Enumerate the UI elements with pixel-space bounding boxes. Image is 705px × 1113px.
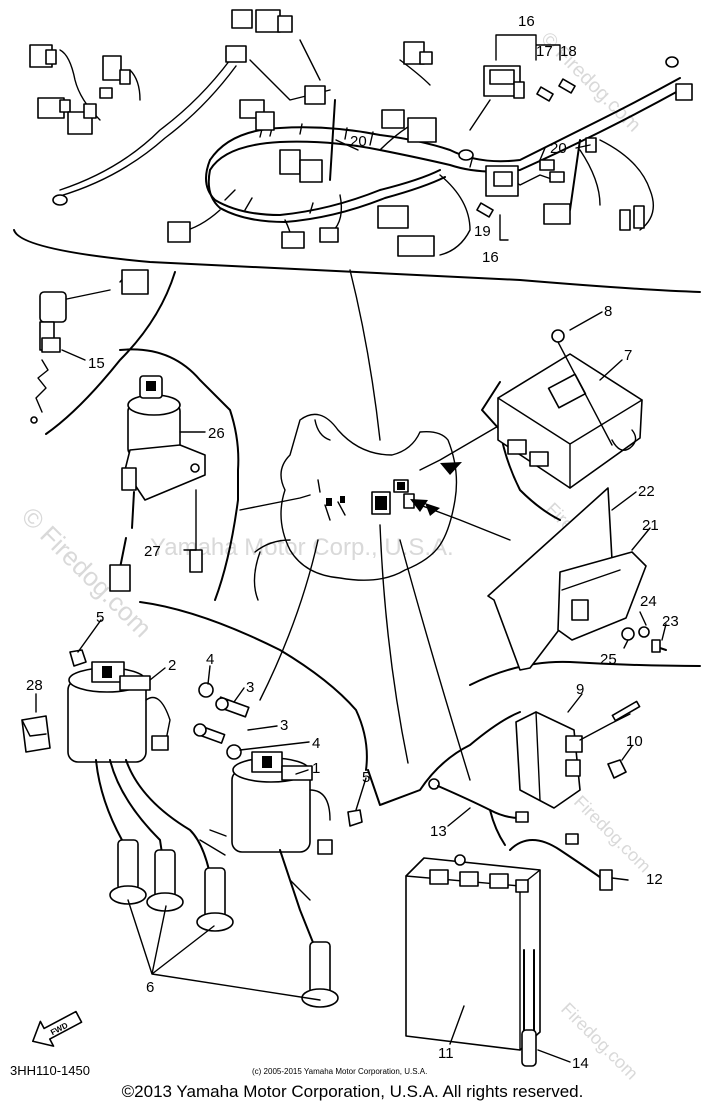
wire-harness [29,9,693,257]
label-26: 26 [208,425,225,442]
label-4b: 4 [312,735,320,752]
label-18: 18 [560,43,577,60]
watermark-firedog-bottom: Firedog.com [557,999,642,1084]
part-1-ignition-coil [231,751,333,855]
label-20b: 20 [550,140,567,157]
section-dividers [13,229,701,806]
diagram-code: 3HH110-1450 [10,1063,90,1078]
label-23: 23 [662,613,679,630]
label-15: 15 [88,355,105,372]
label-3a: 3 [246,679,254,696]
label-28: 28 [26,677,43,694]
label-7: 7 [624,347,632,364]
part-2-ignition-coil [67,661,171,763]
label-21: 21 [642,517,659,534]
watermark-firedog-left: © Firedog.com [16,501,158,643]
label-25: 25 [600,651,617,668]
part-13-12-leads [428,778,613,891]
label-9: 9 [576,681,584,698]
part-15-switch [30,269,149,424]
watermark-firedog-right-top: © Firedog.com [536,28,645,137]
label-1: 1 [312,760,320,777]
leader-lines [35,139,667,1063]
part-26-main-switch [109,375,206,592]
label-12: 12 [646,871,663,888]
label-11: 11 [438,1045,454,1062]
part-7-igniter [497,329,643,489]
footer-copyright: ©2013 Yamaha Motor Corporation, U.S.A. A… [121,1082,584,1101]
label-27: 27 [144,543,161,560]
part-14-tube [521,949,537,1067]
label-16a: 16 [518,13,535,30]
part-9-relay [515,700,641,809]
small-copyright: (c) 2005-2015 Yamaha Motor Corporation, … [252,1067,427,1076]
relay-top [483,65,525,99]
relay-bottom [485,165,519,197]
part-11-battery [405,854,541,1051]
label-22: 22 [638,483,655,500]
relay-connector-center [317,479,415,521]
label-13: 13 [430,823,447,840]
label-5a: 5 [96,609,104,626]
label-24: 24 [640,593,657,610]
label-14: 14 [572,1055,589,1072]
label-4a: 4 [206,651,214,668]
part-6-plug-caps [95,759,339,1008]
part-22-plate [487,487,667,671]
label-2: 2 [168,657,176,674]
part-labels: 1 2 3 3 4 4 5 5 6 7 8 9 10 11 12 13 14 1… [26,13,679,1072]
label-20a: 20 [350,133,367,150]
label-8: 8 [604,303,612,320]
label-10: 10 [626,733,643,750]
label-6: 6 [146,979,154,996]
harness-connectors [29,9,693,257]
fwd-arrow: FWD [32,1010,83,1047]
label-5b: 5 [362,769,370,786]
label-19: 19 [474,223,491,240]
label-17: 17 [536,43,553,60]
label-16b: 16 [482,249,499,266]
guide-lines [239,269,511,781]
label-3b: 3 [280,717,288,734]
